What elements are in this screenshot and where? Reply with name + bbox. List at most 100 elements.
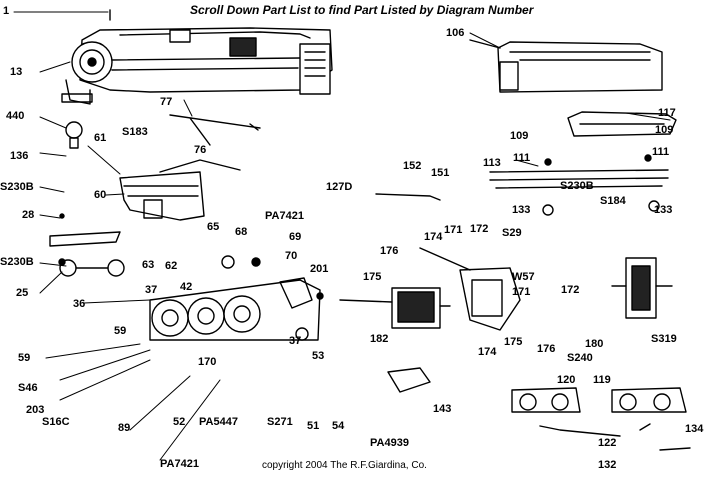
page-title: Scroll Down Part List to find Part Liste… [190, 3, 534, 17]
part-callout-label[interactable]: 176 [537, 343, 556, 355]
part-callout-label[interactable]: 1 [3, 5, 10, 17]
part-180-drawing [611, 257, 673, 319]
part-callout-label[interactable]: 69 [289, 231, 302, 243]
part-callout-label[interactable]: S271 [267, 416, 293, 428]
part-callout-label[interactable]: S184 [600, 195, 626, 207]
part-callout-label[interactable]: 120 [557, 374, 576, 386]
part-127D-drawing [375, 193, 441, 201]
tender-truck-120-drawing [511, 387, 581, 413]
part-callout-label[interactable]: 176 [380, 245, 399, 257]
part-callout-label[interactable]: 170 [198, 356, 217, 368]
crosshead-drawing [49, 231, 121, 247]
part-callout-label[interactable]: S319 [651, 333, 677, 345]
tender-shell-drawing [469, 39, 663, 93]
part-callout-label[interactable]: 63 [142, 259, 155, 271]
part-callout-label[interactable]: 28 [22, 209, 35, 221]
part-callout-label[interactable]: 25 [16, 287, 29, 299]
part-callout-label[interactable]: 61 [94, 132, 107, 144]
part-callout-label[interactable]: 119 [593, 374, 611, 386]
part-callout-label[interactable]: S230B [560, 180, 594, 192]
part-callout-label[interactable]: 13 [10, 66, 23, 78]
part-callout-label[interactable]: 52 [173, 416, 186, 428]
leader-lines [13, 11, 671, 461]
motor-182-drawing [339, 287, 451, 329]
part-callout-label[interactable]: 152 [403, 160, 422, 172]
part-callout-label[interactable]: 59 [18, 352, 31, 364]
part-callout-label[interactable]: 106 [446, 27, 465, 39]
part-callout-label[interactable]: 132 [598, 459, 617, 471]
part-callout-label[interactable]: 76 [194, 144, 207, 156]
part-callout-label[interactable]: 182 [370, 333, 389, 345]
part-callout-label[interactable]: S29 [502, 227, 522, 239]
screws-washers [58, 154, 660, 341]
part-callout-label[interactable]: PA4939 [370, 437, 409, 449]
part-callout-label[interactable]: 172 [561, 284, 580, 296]
part-callout-label[interactable]: PA7421 [160, 458, 199, 470]
part-callout-label[interactable]: 111 [513, 152, 531, 164]
part-callout-label[interactable]: 113 [483, 157, 501, 169]
part-callout-label[interactable]: 60 [94, 189, 107, 201]
lamp-bulb-drawing [65, 121, 83, 149]
part-callout-label[interactable]: 42 [180, 281, 193, 293]
part-callout-label[interactable]: 109 [510, 130, 529, 142]
part-callout-label[interactable]: S230B [0, 181, 34, 193]
tender-truck-119-drawing [611, 387, 687, 413]
part-callout-label[interactable]: 151 [431, 167, 450, 179]
frame-and-drivers-drawing [149, 277, 321, 341]
copyright-text: copyright 2004 The R.F.Giardina, Co. [262, 460, 427, 471]
part-callout-label[interactable]: S183 [122, 126, 148, 138]
part-callout-label[interactable]: 174 [478, 346, 497, 358]
part-callout-label[interactable]: 133 [512, 204, 531, 216]
part-callout-label[interactable]: S46 [18, 382, 38, 394]
part-callout-label[interactable]: 117 [658, 107, 676, 119]
part-callout-label[interactable]: 201 [310, 263, 329, 275]
part-callout-label[interactable]: 59 [114, 325, 127, 337]
part-callout-label[interactable]: 127D [326, 181, 353, 193]
part-callout-label[interactable]: 68 [235, 226, 248, 238]
part-callout-label[interactable]: 51 [307, 420, 320, 432]
part-callout-label[interactable]: 77 [160, 96, 173, 108]
e-unit-drawing [419, 247, 521, 331]
part-callout-label[interactable]: S240 [567, 352, 593, 364]
part-callout-label[interactable]: 136 [10, 150, 29, 162]
part-callout-label[interactable]: 111 [652, 146, 670, 158]
part-callout-label[interactable]: 133 [654, 204, 673, 216]
part-callout-label[interactable]: 134 [685, 423, 704, 435]
part-callout-label[interactable]: 36 [73, 298, 86, 310]
part-callout-label[interactable]: 171 [444, 224, 463, 236]
part-callout-label[interactable]: 171 [512, 286, 531, 298]
part-callout-label[interactable]: 62 [165, 260, 178, 272]
smoke-unit-drawing [119, 159, 241, 221]
part-callout-label[interactable]: PA7421 [265, 210, 304, 222]
boiler-shell-drawing [61, 9, 333, 105]
part-callout-label[interactable]: S230B [0, 256, 34, 268]
part-callout-label[interactable]: 54 [332, 420, 345, 432]
part-143-drawing [387, 367, 431, 393]
part-callout-label[interactable]: 203 [26, 404, 45, 416]
part-callout-label[interactable]: 37 [289, 335, 302, 347]
part-callout-label[interactable]: S16C [42, 416, 70, 428]
part-callout-label[interactable]: 175 [504, 336, 523, 348]
rod-76 [169, 114, 261, 146]
part-callout-label[interactable]: 180 [585, 338, 604, 350]
part-callout-label[interactable]: W57 [512, 271, 535, 283]
part-callout-label[interactable]: 172 [470, 223, 489, 235]
part-callout-label[interactable]: 109 [655, 124, 674, 136]
part-callout-label[interactable]: 53 [312, 350, 325, 362]
part-callout-label[interactable]: 37 [145, 284, 158, 296]
part-callout-label[interactable]: 143 [433, 403, 452, 415]
part-callout-label[interactable]: 174 [424, 231, 443, 243]
pilot-truck-drawing [59, 259, 125, 277]
part-callout-label[interactable]: 175 [363, 271, 382, 283]
part-callout-label[interactable]: 65 [207, 221, 220, 233]
part-callout-label[interactable]: 70 [285, 250, 298, 262]
tender-weight-drawing [567, 111, 677, 137]
tender-frame-rail [489, 169, 669, 189]
part-callout-label[interactable]: 122 [598, 437, 617, 449]
part-callout-label[interactable]: 440 [6, 110, 25, 122]
part-callout-label[interactable]: 89 [118, 422, 131, 434]
drawbar-drawing [539, 423, 691, 451]
part-callout-label[interactable]: PA5447 [199, 416, 238, 428]
